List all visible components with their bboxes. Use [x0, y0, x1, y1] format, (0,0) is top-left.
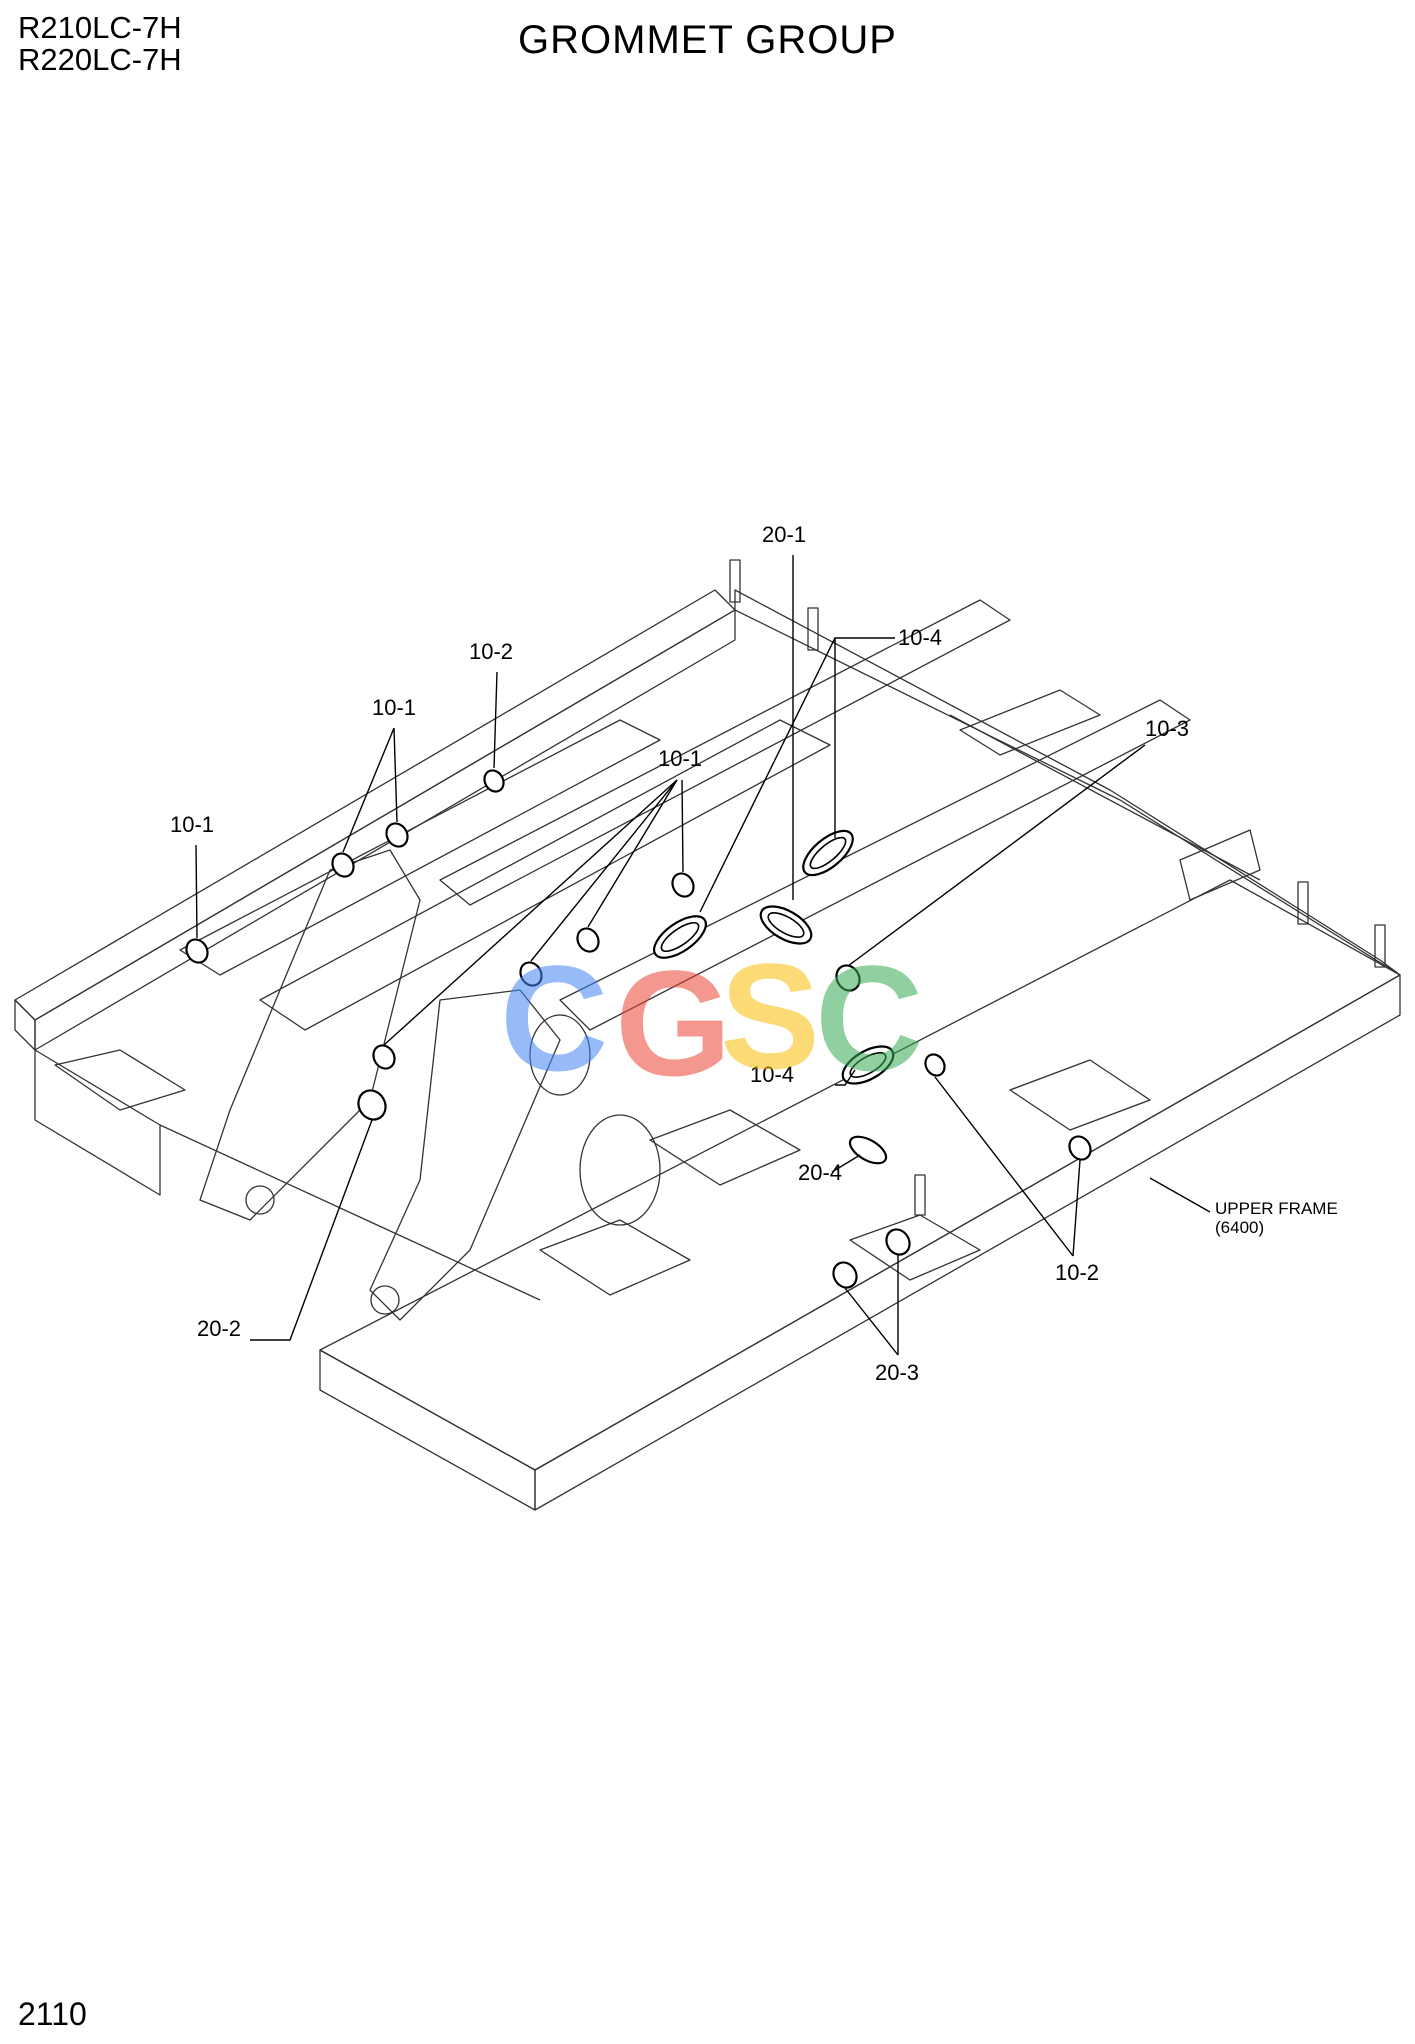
- note-upper-frame: UPPER FRAME: [1215, 1199, 1338, 1218]
- callout-20-3: 20-3: [875, 1360, 919, 1385]
- callout-10-1-a: 10-1: [372, 695, 416, 720]
- callout-10-2-right: 10-2: [1055, 1260, 1099, 1285]
- page-number: 2110: [18, 1996, 87, 2032]
- watermark-letter-3: S: [720, 932, 820, 1100]
- callout-10-3: 10-3: [1145, 716, 1189, 741]
- model-number-2: R220LC-7H: [18, 42, 182, 77]
- grommet-markers: [185, 769, 1092, 1289]
- callout-20-4: 20-4: [798, 1160, 842, 1185]
- watermark-letter-1: C: [500, 934, 608, 1102]
- callout-10-4-top: 10-4: [898, 625, 942, 650]
- callout-labels: 20-1 10-4 10-2 10-1 10-1 10-1 10-3 10-4 …: [170, 522, 1338, 1385]
- callout-10-1-c: 10-1: [658, 746, 702, 771]
- watermark-letter-4: C: [815, 934, 923, 1102]
- callout-10-4-mid: 10-4: [750, 1062, 794, 1087]
- upper-frame-drawing: [14, 559, 1401, 1511]
- page-title: GROMMET GROUP: [518, 18, 897, 62]
- leader-lines: [195, 555, 1211, 1356]
- callout-20-1: 20-1: [762, 522, 806, 547]
- callout-20-2: 20-2: [197, 1316, 241, 1341]
- note-upper-frame-code: (6400): [1215, 1218, 1264, 1237]
- callout-10-2-top: 10-2: [469, 639, 513, 664]
- watermark-logo: C G S C: [500, 932, 923, 1107]
- watermark-letter-2: G: [615, 939, 732, 1107]
- model-number-1: R210LC-7H: [18, 10, 182, 45]
- callout-10-1-b: 10-1: [170, 812, 214, 837]
